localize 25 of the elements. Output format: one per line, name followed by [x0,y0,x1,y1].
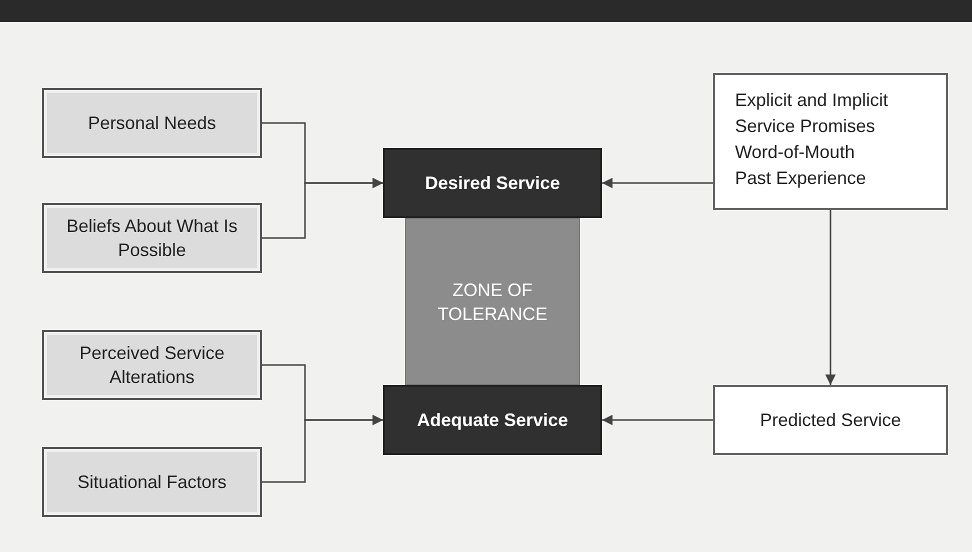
node-label: Perceived Service Alterations [78,342,226,389]
arrow [602,178,713,188]
factor-box [42,330,262,400]
factor-box [42,447,262,517]
factor-box [42,88,262,158]
service-box [383,385,602,455]
node-label: Adequate Service [416,409,568,432]
node-label: Past Experience [735,167,866,190]
node-label: Predicted Service [760,409,902,432]
service-box [383,148,602,218]
node-label: Desired Service [424,172,560,195]
zone-box [405,218,580,385]
input-box [713,385,948,455]
node-label: Beliefs About What Is Possible [65,215,239,262]
arrow [262,414,383,483]
node-label: ZONE OF TOLERANCE [436,278,548,326]
arrow [825,210,836,385]
factor-box [42,203,262,273]
node-label: Personal Needs [88,112,216,135]
node-label: Situational Factors [77,471,227,494]
node-label: Explicit and Implicit Service Promises [735,89,890,138]
node-label: Word-of-Mouth [735,141,855,164]
input-box [713,73,948,210]
arrow [602,414,713,426]
arrow [262,178,383,239]
